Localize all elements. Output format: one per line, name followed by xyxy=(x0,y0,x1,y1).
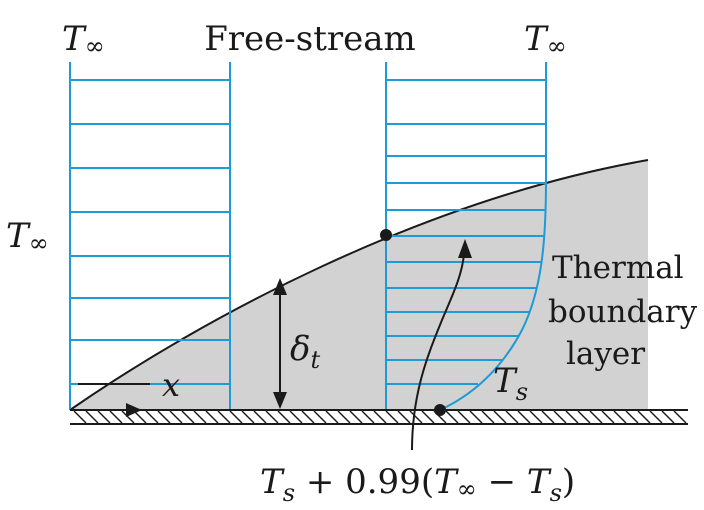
hatch-line xyxy=(661,410,675,424)
x-axis-label: x xyxy=(162,366,180,404)
hatch-line xyxy=(457,410,471,424)
hatch-line xyxy=(265,410,279,424)
hatch-line xyxy=(565,410,579,424)
hatch-line xyxy=(217,410,231,424)
hatch-line xyxy=(229,410,243,424)
t-inf-label-left-top: T∞ xyxy=(62,19,105,60)
hatch-line xyxy=(241,410,255,424)
hatch-line xyxy=(637,410,651,424)
hatch-line xyxy=(313,410,327,424)
hatch-line xyxy=(97,410,111,424)
hatch-line xyxy=(541,410,555,424)
left-temperature-profile xyxy=(69,62,231,410)
thickness-label: δt xyxy=(290,329,320,374)
hatch-line xyxy=(469,410,483,424)
hatch-line xyxy=(625,410,639,424)
right-profile-curve xyxy=(439,62,547,411)
hatch-line xyxy=(397,410,411,424)
hatch-line xyxy=(361,410,375,424)
hatch-line xyxy=(325,410,339,424)
hatch-line xyxy=(133,410,147,424)
t-inf-label-right-top: T∞ xyxy=(524,19,567,60)
hatch-line xyxy=(253,410,267,424)
free-stream-label: Free-stream xyxy=(204,19,416,59)
hatch-line xyxy=(385,410,399,424)
hatch-line xyxy=(577,410,591,424)
hatch-line xyxy=(589,410,603,424)
hatch-line xyxy=(493,410,507,424)
hatch-line xyxy=(481,410,495,424)
heated-plate xyxy=(70,409,688,425)
hatch-line xyxy=(649,410,663,424)
plate-hatching xyxy=(73,410,687,424)
hatch-line xyxy=(517,410,531,424)
hatch-line xyxy=(205,410,219,424)
boundary-layer-region xyxy=(70,160,648,410)
hatch-line xyxy=(601,410,615,424)
hatch-line xyxy=(349,410,363,424)
hatch-line xyxy=(553,410,567,424)
hatch-line xyxy=(445,410,459,424)
surface-temp-label: Ts xyxy=(493,361,528,406)
t-inf-label-left: T∞ xyxy=(6,216,49,257)
boundary-layer-edge xyxy=(69,159,649,411)
boundary-layer-edge-point xyxy=(380,229,392,241)
surface-temperature-point xyxy=(434,404,446,416)
hatch-line xyxy=(409,410,423,424)
ninety-nine-percent-formula: Ts + 0.99(T∞ − Ts) xyxy=(260,462,575,507)
hatch-line xyxy=(289,410,303,424)
hatch-line xyxy=(529,410,543,424)
hatch-line xyxy=(421,410,435,424)
hatch-line xyxy=(277,410,291,424)
hatch-line xyxy=(145,410,159,424)
hatch-line xyxy=(505,410,519,424)
hatch-line xyxy=(181,410,195,424)
x-axis-arrow xyxy=(78,383,150,417)
hatch-line xyxy=(373,410,387,424)
thermal-boundary-layer-label: Thermal boundary layer xyxy=(548,250,704,372)
hatch-line xyxy=(673,410,687,424)
ninety-nine-percent-pointer xyxy=(411,239,472,451)
hatch-line xyxy=(613,410,627,424)
hatch-line xyxy=(301,410,315,424)
hatch-line xyxy=(157,410,171,424)
hatch-line xyxy=(169,410,183,424)
hatch-line xyxy=(193,410,207,424)
hatch-line xyxy=(109,410,123,424)
hatch-line xyxy=(337,410,351,424)
hatch-line xyxy=(85,410,99,424)
hatch-line xyxy=(73,410,87,424)
thickness-arrow xyxy=(273,278,287,409)
hatch-line xyxy=(121,410,135,424)
